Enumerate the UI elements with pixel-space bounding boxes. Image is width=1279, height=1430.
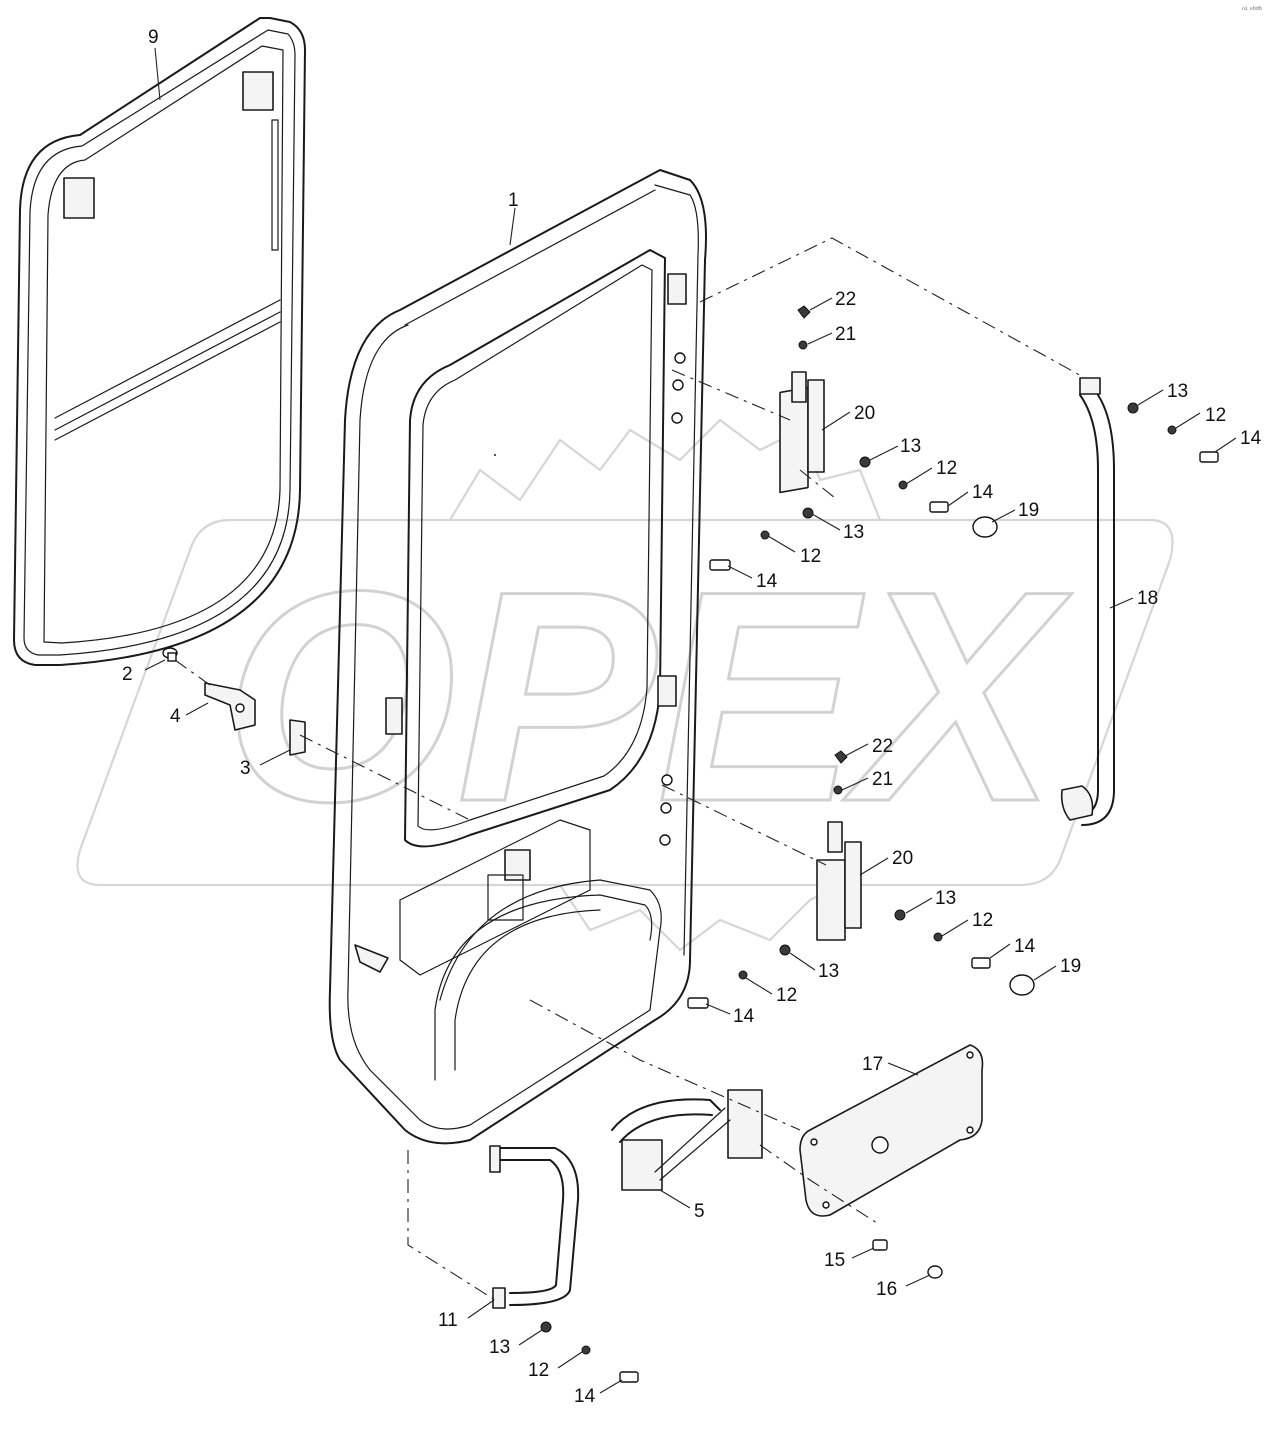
part-3-plate <box>289 719 306 756</box>
callout-3: 3 <box>240 758 251 779</box>
part-20-lower-hinge <box>816 821 862 941</box>
callout-22: 22 <box>872 736 893 757</box>
watermark: OPEX <box>76 418 1174 952</box>
callout-20: 20 <box>892 848 913 869</box>
part-5-lock <box>611 1089 763 1191</box>
callout-14: 14 <box>733 1006 755 1027</box>
assembly-lines <box>174 237 1086 1301</box>
part-2-bolt <box>162 647 178 662</box>
callout-19: 19 <box>1018 500 1039 521</box>
callout-19: 19 <box>1060 956 1081 977</box>
callout-12: 12 <box>800 546 821 567</box>
callout-1: 1 <box>508 190 519 211</box>
callout-21: 21 <box>872 769 893 790</box>
callout-12: 12 <box>936 458 957 479</box>
callout-13: 13 <box>1167 381 1188 402</box>
leader-lines <box>144 47 1237 1394</box>
callout-14: 14 <box>574 1386 596 1407</box>
callout-15: 15 <box>824 1250 845 1271</box>
callout-13: 13 <box>900 436 921 457</box>
part-11-handle <box>489 454 580 1309</box>
part-18-grab-rail <box>1060 377 1115 826</box>
callout-2: 2 <box>122 664 133 685</box>
callout-22: 22 <box>835 289 856 310</box>
callout-13: 13 <box>489 1337 510 1358</box>
callout-14: 14 <box>972 482 994 503</box>
callout-18: 18 <box>1137 588 1158 609</box>
callout-14: 14 <box>1240 428 1262 449</box>
hardware <box>540 305 1219 1383</box>
corner-mark: ⁿ¹ ⁿᵇᵈᵇ <box>1242 5 1262 14</box>
callout-4: 4 <box>170 706 181 727</box>
callout-11: 11 <box>438 1310 458 1331</box>
callout-13: 13 <box>818 961 839 982</box>
callout-14: 14 <box>1014 936 1036 957</box>
callout-12: 12 <box>972 910 993 931</box>
callout-21: 21 <box>835 324 856 345</box>
callout-13: 13 <box>935 888 956 909</box>
callout-17: 17 <box>862 1054 883 1075</box>
callout-12: 12 <box>528 1360 549 1381</box>
part-20-upper-hinge <box>779 371 825 494</box>
part-1-door-panel <box>328 169 707 1145</box>
part-9-window-sash <box>13 17 306 666</box>
callout-12: 12 <box>1205 405 1226 426</box>
callout-20: 20 <box>854 403 875 424</box>
callout-9: 9 <box>148 27 159 48</box>
callout-5: 5 <box>694 1201 705 1222</box>
callout-16: 16 <box>876 1279 897 1300</box>
part-4-striker <box>204 682 256 731</box>
part-17-cover-plate <box>799 1044 984 1217</box>
callout-13: 13 <box>843 522 864 543</box>
callout-12: 12 <box>776 985 797 1006</box>
callouts: 9 1 22 21 20 13 12 14 19 13 12 14 13 12 … <box>122 27 1262 1407</box>
callout-14: 14 <box>756 571 778 592</box>
